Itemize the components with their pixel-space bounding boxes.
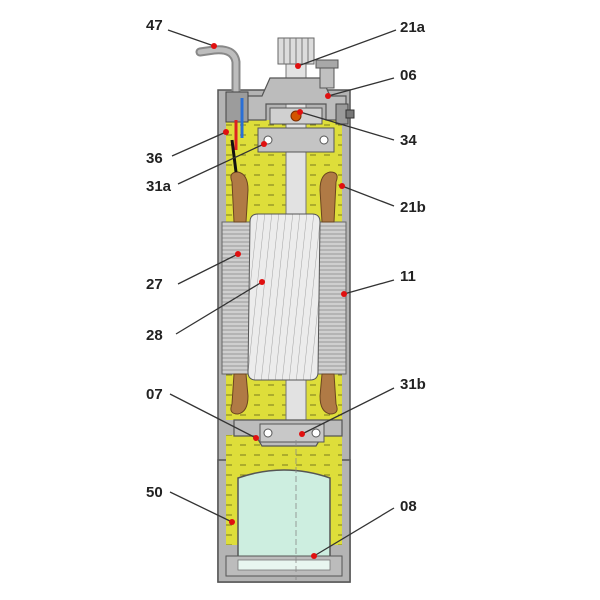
upper-ball-right <box>319 135 329 145</box>
leader-36 <box>171 131 227 157</box>
red-markers <box>211 43 347 559</box>
lower-bearing-race <box>259 423 325 443</box>
leader-07 <box>169 393 257 439</box>
winding-lower-right <box>319 373 338 415</box>
leader-06 <box>327 77 395 97</box>
marker-50 <box>229 519 235 525</box>
callout-labels: 47 21a 06 36 34 31a 21b 27 11 28 07 31b … <box>146 17 426 515</box>
side-valve <box>335 103 355 125</box>
marker-27 <box>235 251 241 257</box>
diaphragm-assembly <box>225 469 343 577</box>
filler-plug <box>315 59 339 89</box>
cable-black-core <box>230 139 238 173</box>
label-21a: 21a <box>400 19 426 36</box>
winding-upper-left <box>230 171 249 223</box>
label-27: 27 <box>146 276 163 293</box>
lower-ball-right <box>311 428 321 438</box>
upper-bearing-housing <box>245 77 347 153</box>
marker-21b <box>339 183 345 189</box>
lower-ball-left <box>263 428 273 438</box>
marker-47 <box>211 43 217 49</box>
leader-31b <box>301 387 395 435</box>
rotor <box>247 213 321 381</box>
marker-34 <box>297 109 303 115</box>
leader-28 <box>175 281 263 335</box>
leader-34 <box>299 111 395 141</box>
label-31a: 31a <box>146 178 172 195</box>
label-47: 47 <box>146 17 163 34</box>
label-11: 11 <box>400 268 416 285</box>
marker-11 <box>341 291 347 297</box>
lower-bearing <box>233 419 343 447</box>
marker-08 <box>311 553 317 559</box>
marker-06 <box>325 93 331 99</box>
leader-11 <box>343 279 395 295</box>
label-08: 08 <box>400 498 417 515</box>
leader-08 <box>313 507 395 557</box>
shaft-splines <box>277 37 315 65</box>
leader-50 <box>169 491 233 523</box>
label-28: 28 <box>146 327 163 344</box>
label-06: 06 <box>400 67 417 84</box>
label-07: 07 <box>146 386 163 403</box>
diaphragm <box>237 469 331 561</box>
marker-31a <box>261 141 267 147</box>
marker-31b <box>299 431 305 437</box>
winding-upper-right <box>319 171 338 223</box>
marker-28 <box>259 279 265 285</box>
winding-heads <box>230 171 338 415</box>
leader-31a <box>177 143 265 185</box>
leader-27 <box>177 253 239 285</box>
cable-gland <box>225 91 249 123</box>
cable-assembly <box>195 45 249 173</box>
label-31b: 31b <box>400 376 426 393</box>
label-34: 34 <box>400 132 417 149</box>
winding-lower-left <box>230 373 249 415</box>
label-21b: 21b <box>400 199 426 216</box>
leader-47 <box>167 29 215 47</box>
label-50: 50 <box>146 484 163 501</box>
leader-lines <box>167 29 397 557</box>
leader-21b <box>341 185 395 207</box>
label-36: 36 <box>146 150 163 167</box>
leader-21a <box>297 29 397 67</box>
marker-36 <box>223 129 229 135</box>
marker-07 <box>253 435 259 441</box>
marker-21a <box>295 63 301 69</box>
